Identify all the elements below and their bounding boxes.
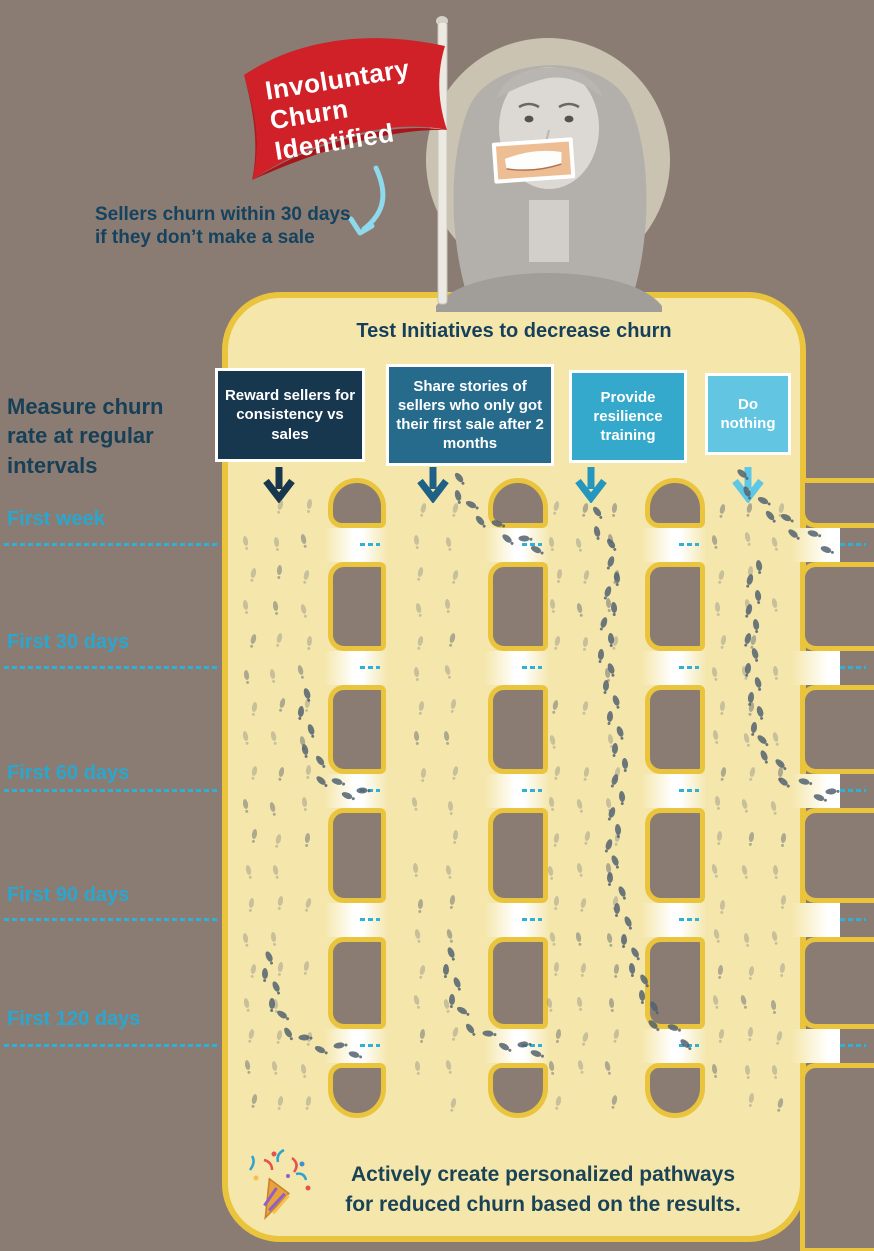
initiative-label: Share stories of sellers who only got th… (396, 377, 544, 453)
smile-sticker (491, 137, 576, 184)
footprint (412, 863, 419, 874)
capsule (328, 1063, 386, 1118)
dash-seg (4, 918, 218, 921)
footprint (442, 963, 450, 975)
interval-label-60-days: First 60 days (7, 762, 130, 784)
interval-label-120-days: First 120 days (7, 1008, 141, 1030)
dash-seg (840, 666, 866, 669)
dash-seg (840, 543, 866, 546)
footprint (413, 534, 420, 546)
dash-seg (360, 1044, 380, 1047)
footprint (298, 1034, 310, 1041)
party-popper-icon (248, 1148, 311, 1220)
initiative-box-resilience-training: Provide resilience training (569, 370, 687, 463)
dash-seg (679, 789, 699, 792)
capsule (800, 1063, 874, 1251)
mouth (792, 1029, 840, 1063)
dash-seg (4, 789, 218, 792)
interval-label-first-week: First week (7, 508, 105, 530)
footprint (444, 598, 451, 609)
dash-seg (4, 543, 218, 546)
capsule (488, 1063, 548, 1118)
footprint (602, 679, 609, 692)
dash-seg (522, 543, 542, 546)
footprint (448, 993, 456, 1005)
dash-seg (679, 666, 699, 669)
capsule (328, 808, 386, 903)
initiative-label: Provide resilience training (593, 388, 663, 445)
footprint (607, 632, 615, 645)
capsule (328, 937, 386, 1029)
capsule (800, 562, 874, 651)
capsule (800, 937, 874, 1029)
dash-seg (522, 1044, 542, 1047)
dash-seg (840, 1044, 866, 1047)
capsule (800, 478, 874, 528)
initiative-box-share-stories: Share stories of sellers who only got th… (386, 364, 554, 466)
dash-seg (4, 666, 218, 669)
dash-seg (360, 918, 380, 921)
capsule (488, 937, 548, 1029)
down-arrow-icon (263, 467, 295, 503)
dash-seg (360, 543, 380, 546)
interval-label-90-days: First 90 days (7, 884, 130, 906)
footer-callout: Actively create personalized pathways fo… (318, 1160, 768, 1220)
initiative-box-do-nothing: Do nothing (705, 373, 791, 455)
capsule (488, 562, 548, 651)
footprint (612, 963, 620, 974)
portrait (426, 38, 670, 312)
capsule (645, 562, 705, 651)
footprint (553, 961, 559, 973)
capsule (645, 808, 705, 903)
initiative-label: Reward sellers for consistency vs sales (224, 387, 356, 443)
dash-seg (679, 918, 699, 921)
footprint (261, 967, 268, 979)
down-arrow-icon (575, 467, 607, 503)
mouth (792, 903, 840, 937)
footprint (620, 933, 627, 945)
hero-illustration (244, 16, 670, 312)
capsule (488, 808, 548, 903)
churn-callout: Sellers churn within 30 days if they don… (95, 203, 351, 250)
callout-line: if they don’t make a sale (95, 227, 315, 249)
capsule (645, 478, 705, 528)
capsule (488, 478, 548, 528)
curved-pointer-arrow-icon (348, 165, 386, 236)
interval-label-30-days: First 30 days (7, 631, 130, 653)
dash-seg (840, 789, 866, 792)
footprint (744, 1064, 751, 1076)
capsule (645, 937, 705, 1029)
footer-line: Actively create personalized pathways (351, 1163, 735, 1186)
dash-seg (840, 918, 866, 921)
footprint (614, 902, 621, 914)
callout-line: Sellers churn within 30 days (95, 204, 351, 225)
mouth (792, 651, 840, 685)
dash-seg (522, 789, 542, 792)
capsule (645, 1063, 705, 1118)
dash-seg (4, 1044, 218, 1047)
footprint (268, 997, 275, 1009)
capsule (800, 685, 874, 774)
initiative-box-reward-sellers: Reward sellers for consistency vs sales (215, 368, 365, 462)
dash-seg (679, 543, 699, 546)
dash-seg (522, 666, 542, 669)
down-arrow-icon (417, 467, 449, 503)
dash-seg (522, 918, 542, 921)
dash-seg (360, 666, 380, 669)
footprint (356, 786, 368, 794)
footprint (611, 742, 619, 755)
capsule (800, 808, 874, 903)
capsule (328, 685, 386, 774)
flagpole-icon (436, 16, 448, 305)
red-flag-icon (244, 38, 447, 180)
footprint (518, 535, 530, 542)
capsule (328, 478, 386, 528)
measure-heading: Measure churn rate at regular intervals (7, 394, 164, 478)
capsule (328, 562, 386, 651)
footer-line: for reduced churn based on the results. (345, 1193, 741, 1217)
capsule (645, 685, 705, 774)
panel-title: Test Initiatives to decrease churn (356, 320, 672, 342)
initiative-label: Do nothing (720, 395, 776, 432)
capsule (488, 685, 548, 774)
